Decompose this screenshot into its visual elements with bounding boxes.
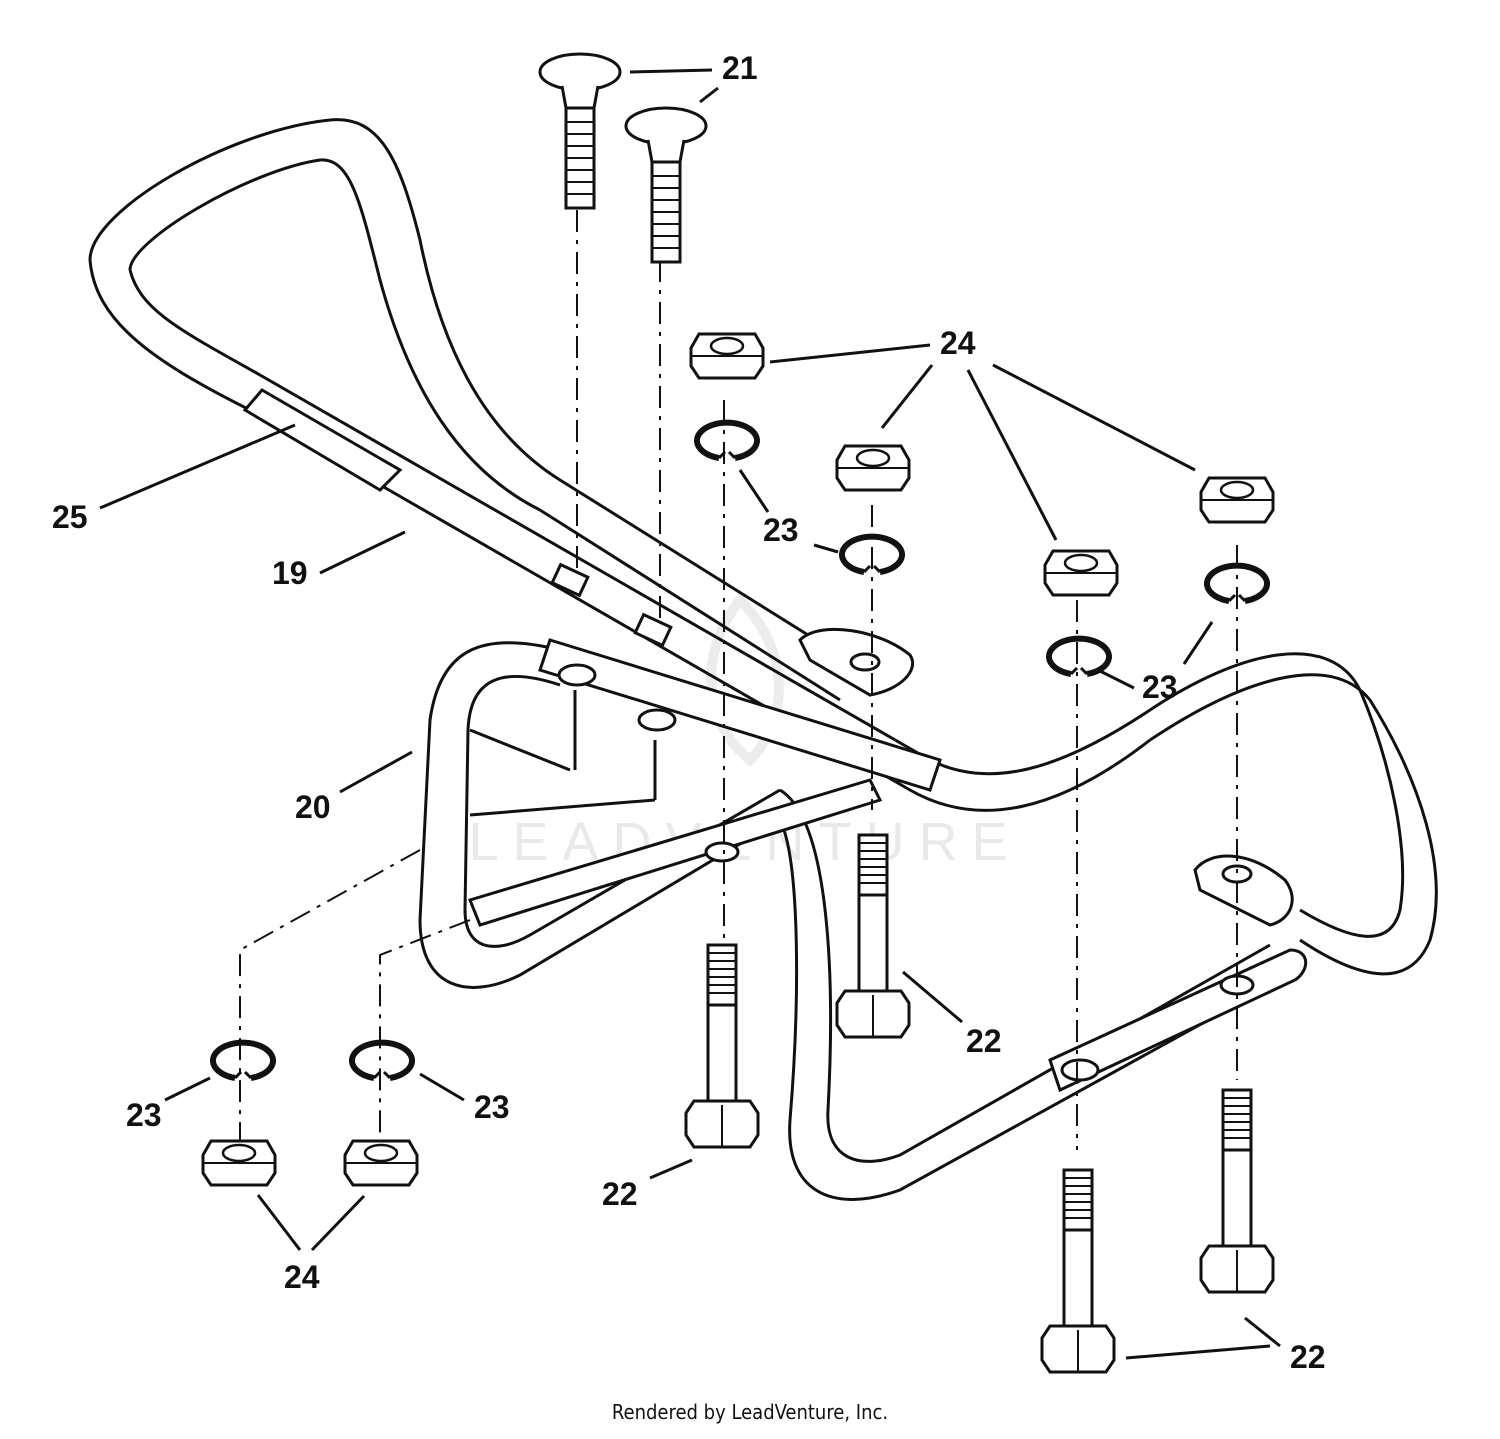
hex-nut-24e	[201, 1139, 277, 1187]
callout-21: 21	[722, 50, 758, 86]
callout-23-right: 23	[1142, 669, 1178, 705]
callout-19: 19	[272, 555, 308, 591]
callout-23-bottom-right: 23	[474, 1089, 510, 1125]
hex-nut-24a	[689, 332, 765, 380]
lock-washer-23a	[697, 423, 757, 458]
upper-bumper-tube-19	[88, 118, 1438, 976]
callout-20: 20	[295, 789, 331, 825]
lock-washer-23c	[1049, 639, 1109, 674]
hex-nut-24c	[1043, 549, 1119, 597]
alignment-lines	[239, 210, 1238, 1150]
footer-credit: Rendered by LeadVenture, Inc.	[611, 1400, 889, 1424]
callout-24-top: 24	[940, 325, 976, 361]
carriage-bolt-21a	[538, 52, 622, 210]
hex-nut-24d	[1199, 476, 1275, 524]
mounting-bars	[467, 562, 1308, 1093]
hex-nut-24f	[343, 1139, 419, 1187]
callout-23-left: 23	[763, 512, 799, 548]
callout-22-right: 22	[1290, 1339, 1326, 1375]
callout-25: 25	[52, 499, 88, 535]
callout-22-left: 22	[602, 1176, 638, 1212]
callout-24-bottom: 24	[284, 1259, 320, 1295]
lock-washer-23f	[352, 1043, 412, 1078]
lock-washer-23e	[213, 1043, 273, 1078]
lower-bumper-tube-20	[418, 641, 1291, 1201]
callout-23-bottom-left: 23	[126, 1097, 162, 1133]
grip-sleeve-25	[242, 388, 403, 492]
hex-bolt-22d	[1199, 1088, 1275, 1294]
callout-labels: 21 24 23 23 25 19 20 22 22 22 23 23 24	[52, 50, 1326, 1375]
leader-lines	[99, 68, 1281, 1360]
hex-bolt-22b	[684, 943, 760, 1149]
callout-22-center: 22	[966, 1023, 1002, 1059]
hex-bolt-22c	[1040, 1168, 1116, 1374]
carriage-bolt-21b	[624, 106, 708, 264]
hex-nut-24b	[835, 444, 911, 492]
